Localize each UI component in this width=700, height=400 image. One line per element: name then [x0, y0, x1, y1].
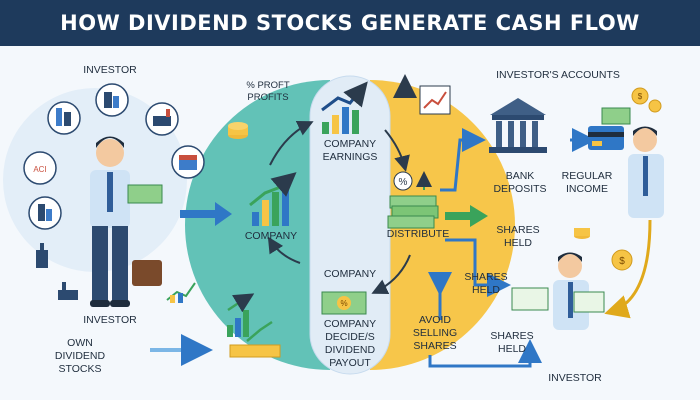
coin-stack-shares-icon: [574, 228, 590, 239]
distribute-label: DISTRIBUTE: [386, 228, 450, 240]
avoid-selling-label: AVOID SELLING SHARES: [412, 314, 458, 353]
company-lower-label: COMPANY: [323, 268, 377, 280]
credit-card-icon: [588, 126, 624, 150]
share-certificate-right: [573, 291, 605, 313]
factory-icon-3: [58, 282, 78, 300]
dividend-money-icon: %: [321, 291, 367, 315]
page-title: HOW DIVIDEND STOCKS GENERATE CASH FLOW: [60, 11, 640, 35]
income-return-arrow: [604, 219, 652, 319]
aci-logo-icon: ACI: [23, 151, 57, 185]
cycle-right-half: [370, 80, 515, 370]
shares-held-label-3: SHARES HELD: [490, 330, 534, 356]
investor-person-left: [90, 136, 163, 307]
factory-icon-1: [145, 102, 179, 136]
building-icon-1: [47, 101, 81, 135]
arrow-to-investor: [445, 238, 511, 297]
investors-accounts-label: INVESTOR'S ACCOUNTS: [496, 69, 620, 81]
investor-top-label: INVESTOR: [83, 64, 137, 76]
distribute-money-stack-icon: [387, 195, 439, 229]
company-earnings-label: COMPANY EARNINGS: [322, 138, 378, 164]
investor-bottom-right-label: INVESTOR: [548, 372, 602, 384]
cycle-arrow-left: [267, 236, 301, 264]
aci-logo-text: ACI: [33, 165, 46, 174]
money-bill-icon-top: [601, 107, 631, 125]
shares-held-label-1: SHARES HELD: [496, 224, 540, 250]
earnings-chart-icon: [321, 81, 368, 134]
company-center-label: COMPANY: [244, 230, 298, 242]
cycle-arrow-up: [269, 120, 314, 166]
investor-bottom-left-label: INVESTOR: [83, 314, 137, 326]
shares-held-label-2: SHARES HELD: [464, 271, 508, 297]
growth-chart-icon-small: [166, 282, 196, 303]
own-dividend-stocks-label: OWN DIVIDEND STOCKS: [54, 337, 106, 376]
coin-icon-right: $: [611, 249, 633, 271]
company-decides-label: COMPANY DECIDE/S DIVIDEND PAYOUT: [323, 318, 377, 370]
share-certificate-left: [511, 287, 549, 311]
arrow-to-shares: [445, 205, 488, 227]
coins-stack-icon: [228, 122, 248, 139]
percent-badge-text: %: [399, 177, 408, 188]
investor-person-right-bottom: [511, 252, 605, 330]
arrow-to-bank: [440, 128, 486, 192]
regular-income-label: REGULAR INCOME: [561, 170, 613, 196]
briefcase-icon: [132, 260, 162, 286]
money-held-left: [127, 184, 163, 204]
store-icon: [171, 145, 205, 179]
coin-dollar-text-2: $: [619, 256, 625, 267]
arrow-loop-back: [428, 339, 542, 368]
bank-building-icon: [489, 98, 547, 153]
factory-icon-2: [36, 243, 48, 268]
profit-heading-label: % PROFT PROFITS: [246, 80, 290, 103]
percent-badge-icon: %: [393, 171, 413, 191]
title-banner: HOW DIVIDEND STOCKS GENERATE CASH FLOW: [0, 0, 700, 46]
building-icon-2: [95, 83, 129, 117]
coin-dollar-text-1: $: [638, 92, 643, 101]
building-icon-3: [28, 196, 62, 230]
investor-person-right-top: [628, 126, 664, 218]
invest-arrow: [180, 202, 232, 226]
cycle-arrow-down: [371, 254, 411, 295]
dividend-percent-text: %: [340, 299, 347, 308]
growth-chart-icon-bottom: [227, 293, 281, 358]
bank-deposits-label: BANK DEPOSITS: [493, 170, 547, 196]
report-chart-icon: [419, 85, 451, 115]
company-chart-icon: [249, 172, 297, 226]
cycle-arrow-right: [384, 129, 410, 172]
coins-icon-top: $: [631, 87, 662, 113]
